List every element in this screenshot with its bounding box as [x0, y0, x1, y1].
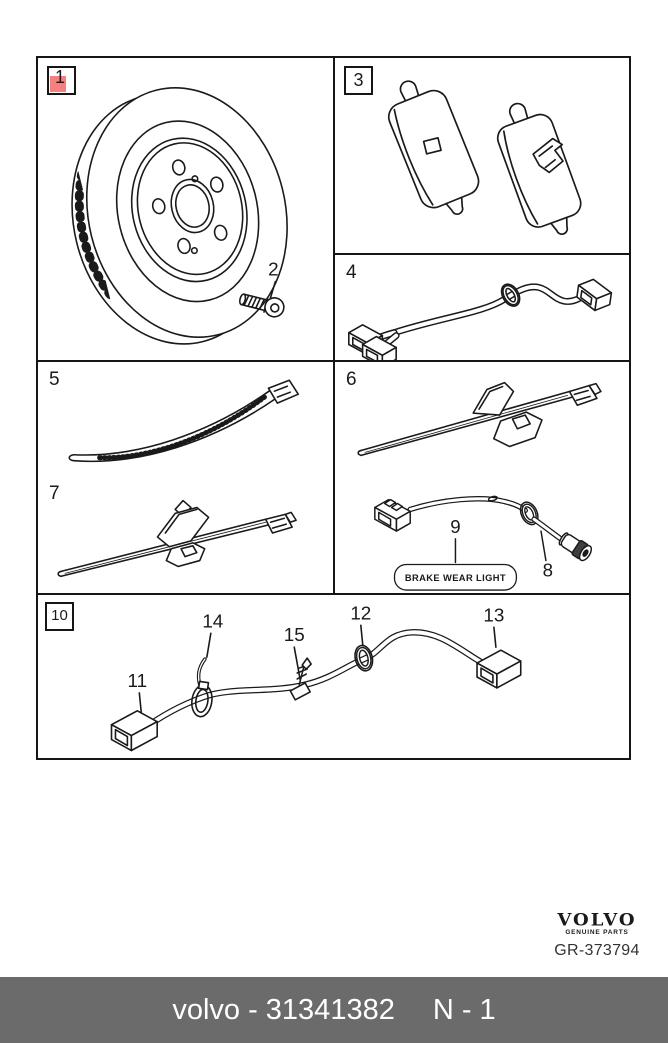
brake-wear-light-callout-box	[393, 563, 518, 591]
harness-connector-b	[361, 335, 397, 360]
wear-indicator-connector	[374, 498, 411, 532]
brake-disc-drawing: 2	[71, 87, 288, 345]
panel-5-cable-tie: 5	[38, 360, 335, 476]
tie-strap-14	[191, 657, 213, 718]
footer-bar: volvo - 31341382 N - 1	[0, 977, 668, 1043]
harness-connector-11	[110, 709, 158, 752]
panel-1-number-box: 1	[47, 66, 76, 95]
grommet	[500, 283, 521, 307]
harness-connector-13	[476, 649, 522, 689]
footer-part-number: volvo - 31341382	[172, 993, 395, 1026]
item-13-label: 13	[483, 604, 504, 625]
panel-4-harness: 4	[335, 255, 629, 360]
cable-tie-drawing	[68, 379, 300, 463]
clip-body	[156, 499, 210, 568]
panel-1-highlight-square	[50, 76, 66, 92]
item-14-label: 14	[202, 610, 223, 631]
brake-pad-outer	[496, 102, 582, 235]
graphic-reference-number: GR-373794	[554, 942, 640, 959]
panel-4-number: 4	[346, 262, 357, 283]
brake-pads-drawing	[387, 80, 582, 235]
diagram-grid: 1	[36, 56, 631, 760]
leader-line-12	[360, 624, 364, 647]
panel-6-number: 6	[346, 369, 357, 390]
panel-7-number: 7	[49, 483, 60, 504]
cable-tie-clip-drawing	[357, 381, 602, 457]
clip-body	[472, 381, 543, 448]
panel-5-number: 5	[49, 369, 60, 390]
brake-pad-inner	[387, 80, 480, 215]
panel-10-number: 10	[51, 607, 68, 624]
disc-bolt	[238, 293, 285, 318]
leader-line-8	[540, 530, 547, 562]
leader-line-11	[138, 692, 143, 714]
genuine-parts-tagline: GENUINE PARTS	[565, 929, 629, 936]
wear-sensor-tip	[558, 532, 593, 562]
leader-line-14	[206, 632, 212, 658]
panel-8-9-wear-indicator: 9 BRAKE WEAR LIGHT 8	[335, 476, 629, 595]
clip-15	[289, 657, 312, 701]
panel-6-cable-tie-clip: 6	[335, 360, 629, 476]
panel-10-number-box: 10	[45, 602, 74, 631]
cable-tie-clip2-drawing	[57, 499, 297, 578]
footer-page-indicator: N - 1	[432, 993, 496, 1026]
panel-3-number: 3	[353, 70, 364, 90]
grommet-12	[354, 644, 374, 672]
wiring-harness-drawing: 11 14 15 12 13	[110, 602, 522, 752]
panel-1-brake-disc: 1	[38, 58, 335, 360]
panel-10-wiring-harness: 10	[38, 595, 629, 758]
wear-indicator-drawing: 9 BRAKE WEAR LIGHT 8	[374, 495, 593, 591]
item-15-label: 15	[284, 624, 305, 645]
panel-7-cable-tie-clip: 7	[38, 476, 335, 595]
item-11-label: 11	[128, 670, 148, 691]
volvo-logo-block: VOLVO GENUINE PARTS GR-373794	[551, 910, 643, 960]
item-9-label: 9	[450, 516, 460, 537]
brake-wear-light-text: BRAKE WEAR LIGHT	[405, 573, 506, 583]
volvo-wordmark: VOLVO	[557, 910, 637, 931]
item-2-label: 2	[268, 259, 279, 280]
leader-line-13	[493, 626, 497, 648]
item-8-label: 8	[543, 559, 553, 580]
leader-line-15	[293, 646, 302, 681]
brake-disc	[71, 87, 288, 345]
sensor-harness-drawing	[348, 278, 613, 360]
panel-3-number-box: 3	[344, 66, 373, 95]
item-12-label: 12	[350, 602, 371, 623]
panel-3-brake-pads: 3	[335, 58, 629, 255]
harness-connector-c	[576, 278, 613, 312]
panel-1-number: 1	[55, 67, 66, 87]
